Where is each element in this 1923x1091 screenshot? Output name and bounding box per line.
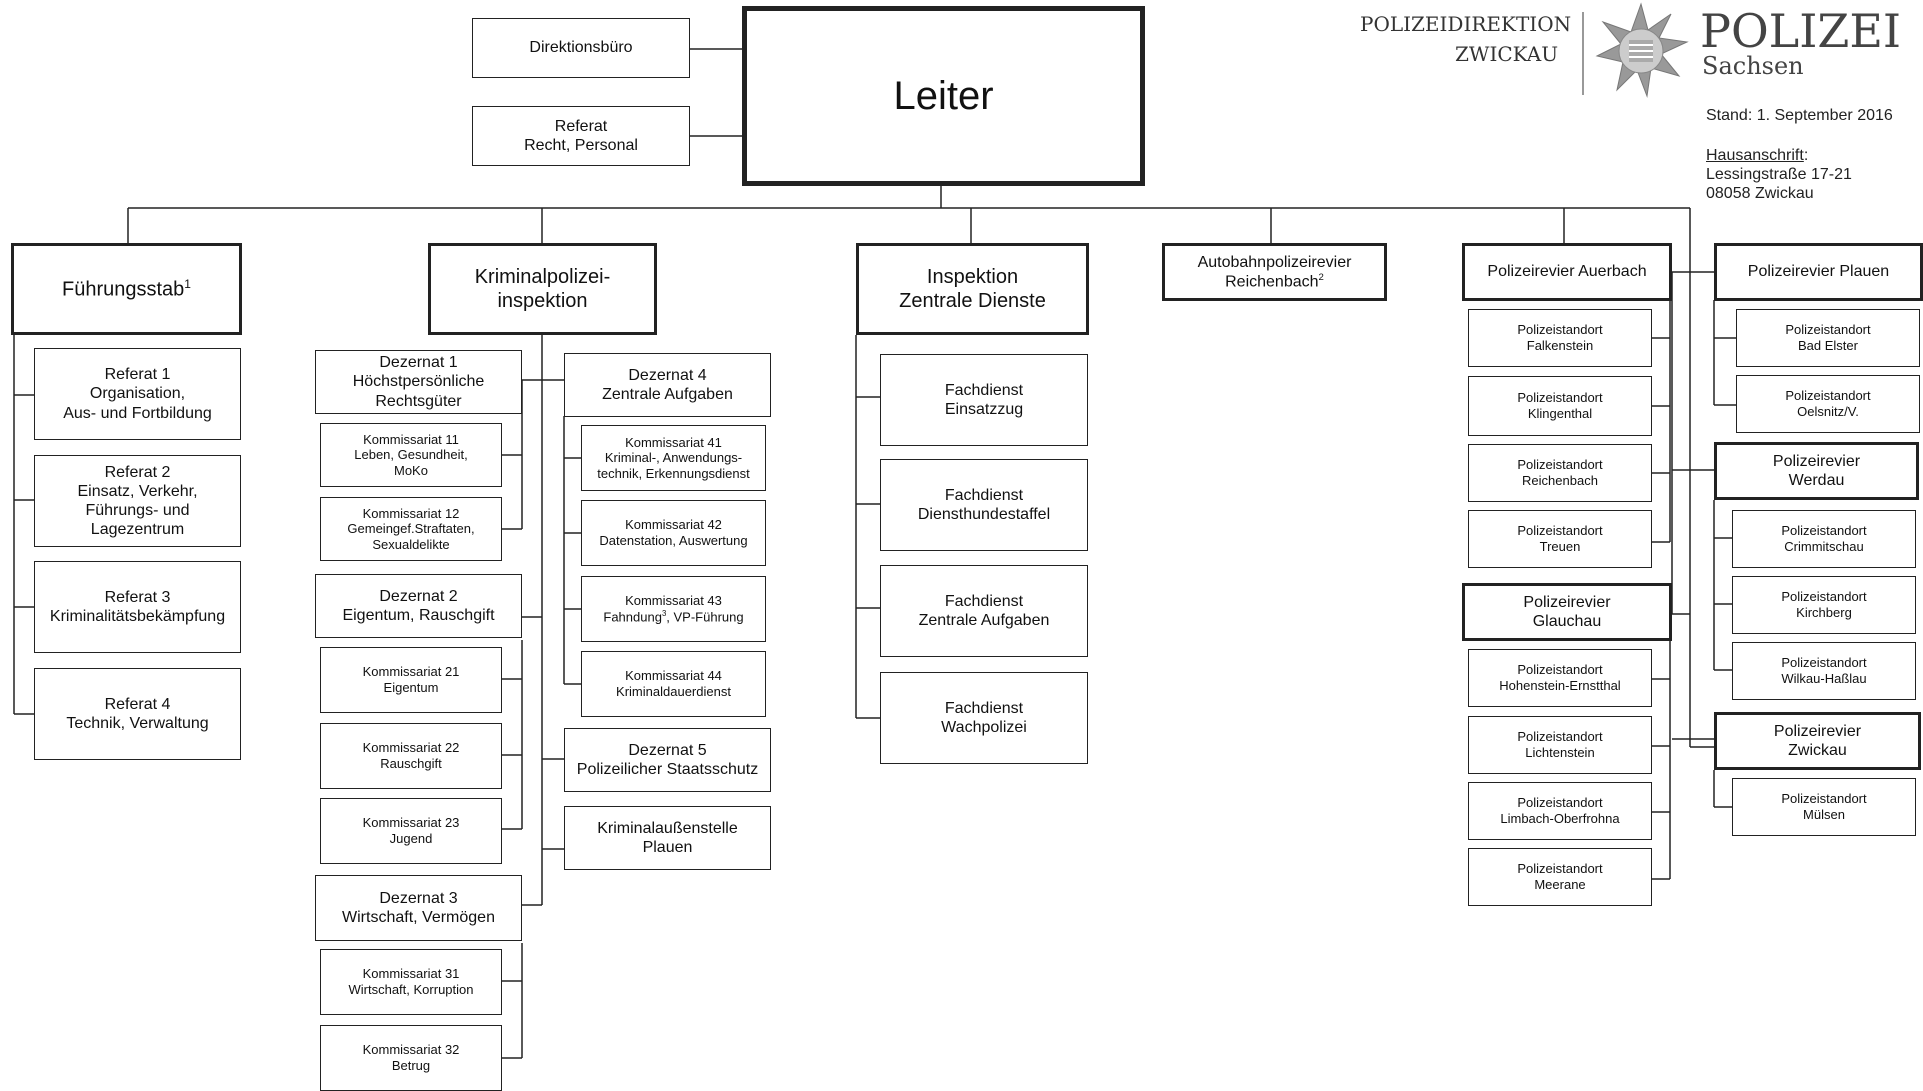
standort-klingenthal-box: Polizeistandort Klingenthal bbox=[1468, 376, 1652, 436]
revier-zwickau-box: Polizeirevier Zwickau bbox=[1714, 712, 1921, 770]
standort-limbach-oberfrohna-box: Polizeistandort Limbach-Oberfrohna bbox=[1468, 782, 1652, 840]
kommissariat-42-box: Kommissariat 42 Datenstation, Auswertung bbox=[581, 500, 766, 566]
direktionsbuero-box: Direktionsbüro bbox=[472, 18, 690, 78]
brand-region: Sachsen bbox=[1702, 52, 1804, 80]
standort-bad-elster-box: Polizeistandort Bad Elster bbox=[1736, 309, 1920, 367]
stand-date: Stand: 1. September 2016 bbox=[1706, 107, 1893, 124]
referat-recht-box: Referat Recht, Personal bbox=[472, 106, 690, 166]
revier-werdau-box: Polizeirevier Werdau bbox=[1714, 442, 1919, 500]
kriminalaussenstelle-box: Kriminalaußenstelle Plauen bbox=[564, 806, 771, 870]
fuehrungsstab-box: Führungsstab1 bbox=[11, 243, 242, 335]
kommissariat-12-box: Kommissariat 12 Gemeingef.Straftaten, Se… bbox=[320, 497, 502, 561]
leiter-box: Leiter bbox=[742, 6, 1145, 186]
kpi-box: Kriminalpolizei- inspektion bbox=[428, 243, 657, 335]
kommissariat-11-box: Kommissariat 11 Leben, Gesundheit, MoKo bbox=[320, 423, 502, 487]
kommissariat-23-box: Kommissariat 23 Jugend bbox=[320, 798, 502, 864]
izd-box: Inspektion Zentrale Dienste bbox=[856, 243, 1089, 335]
brand-title: POLIZEI bbox=[1700, 4, 1902, 58]
standort-meerane-box: Polizeistandort Meerane bbox=[1468, 848, 1652, 906]
standort-treuen-box: Polizeistandort Treuen bbox=[1468, 510, 1652, 568]
footnote-1: 1 bbox=[184, 276, 191, 291]
kommissariat-41-box: Kommissariat 41 Kriminal-, Anwendungs- t… bbox=[581, 425, 766, 491]
fuehrungsstab-title: Führungsstab bbox=[62, 278, 185, 301]
referat-2-box: Referat 2 Einsatz, Verkehr, Führungs- un… bbox=[34, 455, 241, 547]
standort-falkenstein-box: Polizeistandort Falkenstein bbox=[1468, 309, 1652, 367]
standort-oelsnitz-box: Polizeistandort Oelsnitz/V. bbox=[1736, 375, 1920, 433]
standort-wilkau-hasslau-box: Polizeistandort Wilkau-Haßlau bbox=[1732, 642, 1916, 700]
revier-glauchau-box: Polizeirevier Glauchau bbox=[1462, 583, 1672, 641]
autobahn-line2: Reichenbach bbox=[1225, 273, 1319, 291]
kommissariat-43-fahndung: Fahndung bbox=[603, 609, 662, 625]
kommissariat-21-box: Kommissariat 21 Eigentum bbox=[320, 647, 502, 713]
dezernat-3-box: Dezernat 3 Wirtschaft, Vermögen bbox=[315, 875, 522, 941]
kommissariat-31-box: Kommissariat 31 Wirtschaft, Korruption bbox=[320, 949, 502, 1015]
referat-4-box: Referat 4 Technik, Verwaltung bbox=[34, 668, 241, 760]
referat-3-box: Referat 3 Kriminalitätsbekämpfung bbox=[34, 561, 241, 653]
standort-muelsen-box: Polizeistandort Mülsen bbox=[1732, 778, 1916, 836]
footnote-2: 2 bbox=[1318, 271, 1324, 283]
fachdienst-diensthundestaffel-box: Fachdienst Diensthundestaffel bbox=[880, 459, 1088, 551]
standort-lichtenstein-box: Polizeistandort Lichtenstein bbox=[1468, 716, 1652, 774]
kommissariat-44-box: Kommissariat 44 Kriminaldauerdienst bbox=[581, 651, 766, 717]
revier-auerbach-box: Polizeirevier Auerbach bbox=[1462, 243, 1672, 301]
kommissariat-22-box: Kommissariat 22 Rauschgift bbox=[320, 723, 502, 789]
standort-reichenbach-box: Polizeistandort Reichenbach bbox=[1468, 444, 1652, 502]
address-block: Hausanschrift: Lessingstraße 17-21 08058… bbox=[1706, 146, 1852, 204]
standort-hohenstein-ernstthal-box: Polizeistandort Hohenstein-Ernstthal bbox=[1468, 649, 1652, 707]
dezernat-1-box: Dezernat 1 Höchstpersönliche Rechtsgüter bbox=[315, 350, 522, 414]
footnote-3: 3 bbox=[661, 608, 667, 618]
fachdienst-wachpolizei-box: Fachdienst Wachpolizei bbox=[880, 672, 1088, 764]
dezernat-5-box: Dezernat 5 Polizeilicher Staatsschutz bbox=[564, 728, 771, 792]
kommissariat-32-box: Kommissariat 32 Betrug bbox=[320, 1025, 502, 1091]
revier-plauen-box: Polizeirevier Plauen bbox=[1714, 243, 1923, 301]
standort-kirchberg-box: Polizeistandort Kirchberg bbox=[1732, 576, 1916, 634]
fachdienst-zentrale-aufgaben-box: Fachdienst Zentrale Aufgaben bbox=[880, 565, 1088, 657]
standort-crimmitschau-box: Polizeistandort Crimmitschau bbox=[1732, 510, 1916, 568]
fachdienst-einsatzzug-box: Fachdienst Einsatzzug bbox=[880, 354, 1088, 446]
agency-name-line1: POLIZEIDIREKTION bbox=[1360, 12, 1572, 36]
address-colon: : bbox=[1803, 147, 1809, 164]
kommissariat-43-title: Kommissariat 43 bbox=[625, 593, 722, 609]
autobahn-line1: Autobahnpolizeirevier bbox=[1197, 253, 1352, 271]
referat-1-box: Referat 1 Organisation, Aus- und Fortbil… bbox=[34, 348, 241, 440]
dezernat-2-box: Dezernat 2 Eigentum, Rauschgift bbox=[315, 574, 522, 638]
kommissariat-43-vp: , VP-Führung bbox=[666, 609, 744, 625]
address-label: Hausanschrift bbox=[1706, 147, 1804, 164]
police-star-badge-icon bbox=[1595, 2, 1689, 98]
agency-name-line2: ZWICKAU bbox=[1455, 42, 1559, 66]
dezernat-4-box: Dezernat 4 Zentrale Aufgaben bbox=[564, 353, 771, 417]
address-street: Lessingstraße 17-21 bbox=[1706, 166, 1852, 184]
address-city: 08058 Zwickau bbox=[1706, 185, 1814, 203]
